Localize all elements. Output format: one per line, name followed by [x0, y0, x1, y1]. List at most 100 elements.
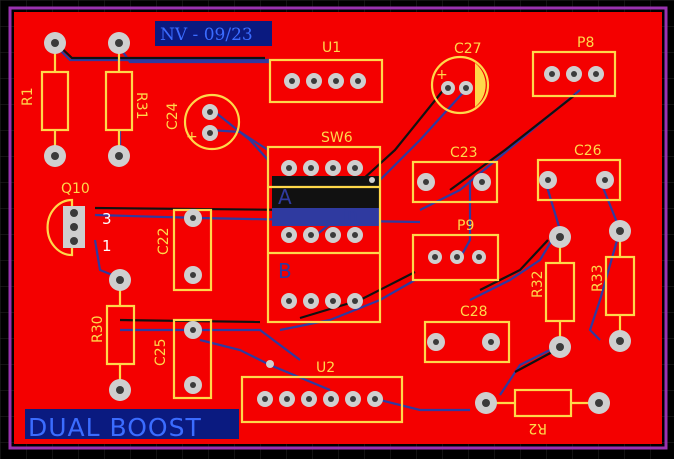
r31-pad-1-hole — [115, 39, 123, 47]
p8-outline — [531, 50, 617, 98]
q10-pin-1-hole — [70, 237, 78, 245]
c22-label: C22 — [156, 227, 172, 255]
capacitor-c28[interactable]: C28 — [423, 304, 511, 364]
c27-pad-1-hole — [445, 85, 451, 91]
c26-pad-1-hole — [545, 177, 551, 183]
c27-pad-2-hole — [463, 85, 469, 91]
chip-u2[interactable]: U2 — [240, 360, 404, 424]
c22-pad-2-hole — [190, 272, 196, 278]
r1-label: R1 — [20, 87, 36, 106]
capacitor-c23[interactable]: C23 — [411, 145, 499, 204]
q10-pin-2-hole — [70, 223, 78, 231]
connector-p8[interactable]: P8 — [531, 35, 617, 98]
p8-pin-1-hole — [549, 71, 555, 77]
r31-label: R31 — [133, 92, 149, 120]
r32-label: R32 — [530, 270, 546, 298]
sw6-pin-4-hole — [352, 165, 358, 171]
c24-pad-1-hole — [207, 109, 213, 115]
p9-pin-2-hole — [454, 254, 460, 260]
sw6-pin-2-hole — [308, 165, 314, 171]
sw6-trace-fill — [272, 208, 380, 226]
c28-outline — [423, 320, 511, 364]
q10-pin-3-label: 3 — [102, 210, 112, 228]
c24-plus: + — [186, 129, 198, 145]
p8-label: P8 — [577, 35, 594, 51]
capacitor-c25[interactable]: C25 — [153, 318, 213, 400]
u2-pin-5-hole — [350, 396, 356, 402]
connector-p9[interactable]: P9 — [411, 218, 500, 282]
c23-outline — [411, 160, 499, 204]
u1-outline — [268, 58, 384, 104]
switch-sw6[interactable]: A in B SW6 — [266, 130, 382, 324]
sw6-pin-8-hole — [352, 232, 358, 238]
sw6-a-label: A — [278, 185, 292, 209]
c26-outline — [536, 158, 622, 202]
c27-plus: + — [436, 67, 448, 83]
c26-pad-2-hole — [602, 177, 608, 183]
resistor-r1[interactable]: R1 — [20, 32, 70, 167]
r33-label: R33 — [590, 264, 606, 292]
sw6-pin-3-hole — [330, 165, 336, 171]
resistor-r31[interactable]: R31 — [104, 32, 149, 167]
c24-label: C24 — [165, 102, 181, 130]
c22-pad-1-hole — [190, 215, 196, 221]
resistor-r33[interactable]: R33 — [590, 220, 636, 352]
resistor-r2[interactable]: R2 — [475, 388, 610, 436]
q10-pin-1-label: 1 — [102, 237, 112, 255]
r32-pad-2-hole — [556, 343, 564, 351]
c24-pad-2-hole — [207, 130, 213, 136]
u2-outline — [240, 375, 404, 424]
p9-pin-3-hole — [476, 254, 482, 260]
sw6-pin-11-hole — [330, 298, 336, 304]
sw6-pin-5-hole — [286, 232, 292, 238]
r30-label: R30 — [90, 315, 106, 343]
title-label: DUAL BOOST — [28, 413, 202, 442]
sw6-pin-9-hole — [286, 298, 292, 304]
c27-outline — [430, 55, 490, 115]
r2-label: R2 — [528, 420, 547, 436]
sw6-pin-10-hole — [308, 298, 314, 304]
r1-pad-2-hole — [51, 152, 59, 160]
c26-label: C26 — [574, 143, 602, 159]
r33-pad-2-hole — [616, 337, 624, 345]
c28-pad-1-hole — [433, 339, 439, 345]
capacitor-c24[interactable]: + C24 — [165, 93, 241, 151]
c25-pad-1-hole — [190, 327, 196, 333]
r33-pad-1-hole — [616, 227, 624, 235]
u2-pin-2-hole — [284, 396, 290, 402]
transistor-q10[interactable]: 3 1 Q10 — [46, 181, 112, 257]
resistor-r32[interactable]: R32 — [530, 226, 576, 358]
sw6-fill — [272, 176, 380, 208]
p9-label: P9 — [457, 218, 474, 234]
r1-pad-1-hole — [51, 39, 59, 47]
sw6-via — [369, 177, 375, 183]
u1-pin-4-hole — [355, 78, 361, 84]
u2-label: U2 — [316, 360, 335, 376]
u1-pin-1-hole — [289, 78, 295, 84]
capacitor-c27[interactable]: + C27 — [430, 41, 490, 115]
u2-pin-6-hole — [372, 396, 378, 402]
c28-pad-2-hole — [488, 339, 494, 345]
sw6-pin-12-hole — [352, 298, 358, 304]
c25-pad-2-hole — [190, 382, 196, 388]
sw6-b-label: B — [278, 259, 292, 283]
c23-pad-1-hole — [423, 179, 429, 185]
sw6-label: SW6 — [321, 130, 353, 146]
connector-u1[interactable]: U1 — [268, 40, 384, 104]
r32-pad-1-hole — [556, 233, 564, 241]
r2-pad-2-hole — [595, 399, 603, 407]
u2-via — [266, 360, 274, 368]
resistor-r30[interactable]: R30 — [90, 269, 136, 401]
c23-pad-2-hole — [479, 179, 485, 185]
version-label-bg — [155, 21, 272, 46]
capacitor-c26[interactable]: C26 — [536, 143, 622, 202]
version-label: NV - 09/23 — [160, 25, 253, 45]
u1-label: U1 — [322, 40, 341, 56]
capacitor-c22[interactable]: C22 — [156, 208, 213, 292]
c25-outline — [172, 318, 213, 400]
r2-pad-1-hole — [482, 399, 490, 407]
r31-pad-2-hole — [115, 152, 123, 160]
c24-outline — [183, 93, 241, 151]
p8-pin-3-hole — [593, 71, 599, 77]
